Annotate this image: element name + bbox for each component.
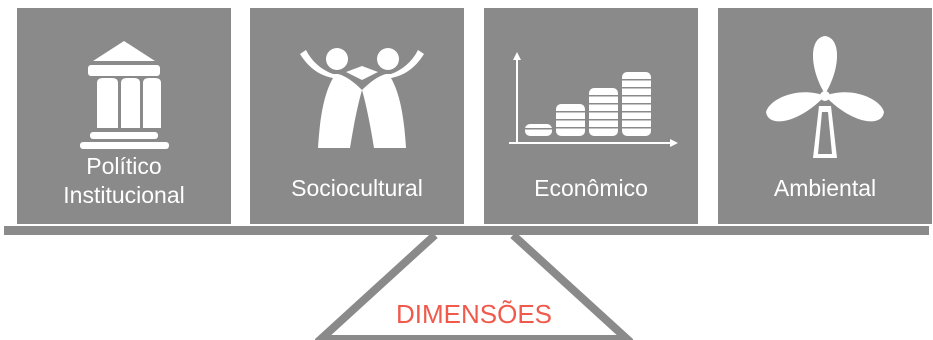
dimension-label: Sociocultural xyxy=(291,175,423,201)
dimension-label-line1: Político xyxy=(86,153,162,179)
dimension-label-line2: Institucional xyxy=(63,182,185,208)
people-icon xyxy=(300,48,424,148)
dimensions-label: DIMENSÕES xyxy=(395,299,553,329)
dimension-label: Político Institucional xyxy=(17,152,231,210)
wind-turbine-icon xyxy=(766,36,884,158)
dimension-label: Econômico xyxy=(534,175,648,201)
dimension-panel-ambiental: Ambiental xyxy=(718,8,932,224)
balance-beam xyxy=(4,226,929,235)
dimension-panel-economico: Econômico xyxy=(484,8,698,224)
dimension-panel-politico: Político Institucional xyxy=(17,8,231,224)
dimension-label: Ambiental xyxy=(773,175,877,201)
dimension-panel-sociocultural: Sociocultural xyxy=(250,8,464,224)
fulcrum-triangle xyxy=(315,235,633,340)
institution-icon xyxy=(80,41,169,149)
coins-chart-icon xyxy=(509,52,678,147)
